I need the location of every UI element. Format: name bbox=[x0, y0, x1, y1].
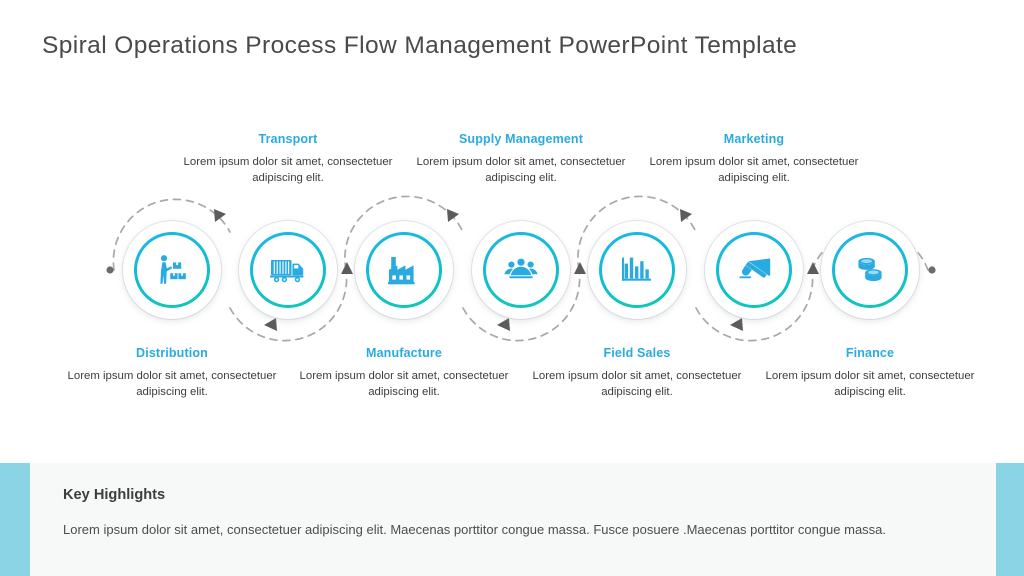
caption-body: Lorem ipsum dolor sit amet, consectetuer… bbox=[299, 370, 509, 399]
caption-title: Distribution bbox=[136, 346, 208, 360]
caption-title: Marketing bbox=[723, 132, 785, 146]
node-ring bbox=[250, 232, 326, 308]
caption-transport: Transport Lorem ipsum dolor sit amet, co… bbox=[178, 132, 398, 186]
process-node-1[interactable] bbox=[123, 221, 221, 319]
node-ring bbox=[599, 232, 675, 308]
caption-manufacture: Manufacture Lorem ipsum dolor sit amet, … bbox=[294, 346, 514, 400]
key-highlights-text: Lorem ipsum dolor sit amet, consectetuer… bbox=[63, 522, 887, 537]
worker-boxes-icon bbox=[160, 255, 186, 284]
caption-title: Supply Management bbox=[458, 132, 584, 146]
node-ring bbox=[716, 232, 792, 308]
page-title: Spiral Operations Process Flow Managemen… bbox=[42, 32, 798, 59]
caption-field-sales: Field Sales Lorem ipsum dolor sit amet, … bbox=[527, 346, 747, 400]
process-node-5[interactable] bbox=[588, 221, 686, 319]
process-flow-diagram: Transport Lorem ipsum dolor sit amet, co… bbox=[0, 110, 1024, 430]
caption-body: Lorem ipsum dolor sit amet, consectetuer… bbox=[416, 156, 626, 185]
people-group-icon bbox=[504, 258, 538, 279]
caption-supply-management: Supply Management Lorem ipsum dolor sit … bbox=[411, 132, 631, 186]
process-node-2[interactable] bbox=[239, 221, 337, 319]
process-node-7[interactable] bbox=[821, 221, 919, 319]
accent-bar-left bbox=[0, 463, 30, 576]
caption-body: Lorem ipsum dolor sit amet, consectetuer… bbox=[765, 370, 975, 399]
caption-body: Lorem ipsum dolor sit amet, consectetuer… bbox=[532, 370, 742, 399]
factory-icon bbox=[388, 257, 415, 285]
key-highlights-section: Key Highlights Lorem ipsum dolor sit ame… bbox=[0, 463, 1024, 576]
caption-body: Lorem ipsum dolor sit amet, consectetuer… bbox=[67, 370, 277, 399]
caption-title: Transport bbox=[258, 132, 318, 146]
caption-finance: Finance Lorem ipsum dolor sit amet, cons… bbox=[760, 346, 980, 400]
caption-distribution: Distribution Lorem ipsum dolor sit amet,… bbox=[62, 346, 282, 400]
caption-body: Lorem ipsum dolor sit amet, consectetuer… bbox=[183, 156, 393, 185]
node-ring bbox=[134, 232, 210, 308]
accent-bar-right bbox=[996, 463, 1024, 576]
process-node-4[interactable] bbox=[472, 221, 570, 319]
node-ring bbox=[366, 232, 442, 308]
coins-stack-icon bbox=[858, 257, 882, 282]
caption-body: Lorem ipsum dolor sit amet, consectetuer… bbox=[649, 156, 859, 185]
process-node-6[interactable] bbox=[705, 221, 803, 319]
megaphone-icon bbox=[739, 258, 771, 279]
delivery-truck-icon bbox=[270, 260, 304, 283]
node-ring bbox=[832, 232, 908, 308]
process-node-3[interactable] bbox=[355, 221, 453, 319]
key-highlights-title: Key Highlights bbox=[63, 487, 166, 503]
node-ring bbox=[483, 232, 559, 308]
caption-title: Manufacture bbox=[366, 346, 442, 360]
caption-title: Finance bbox=[845, 346, 895, 360]
caption-title: Field Sales bbox=[603, 346, 671, 360]
key-highlights-panel: Key Highlights Lorem ipsum dolor sit ame… bbox=[30, 463, 996, 576]
bar-chart-icon bbox=[622, 257, 651, 281]
caption-marketing: Marketing Lorem ipsum dolor sit amet, co… bbox=[644, 132, 864, 186]
